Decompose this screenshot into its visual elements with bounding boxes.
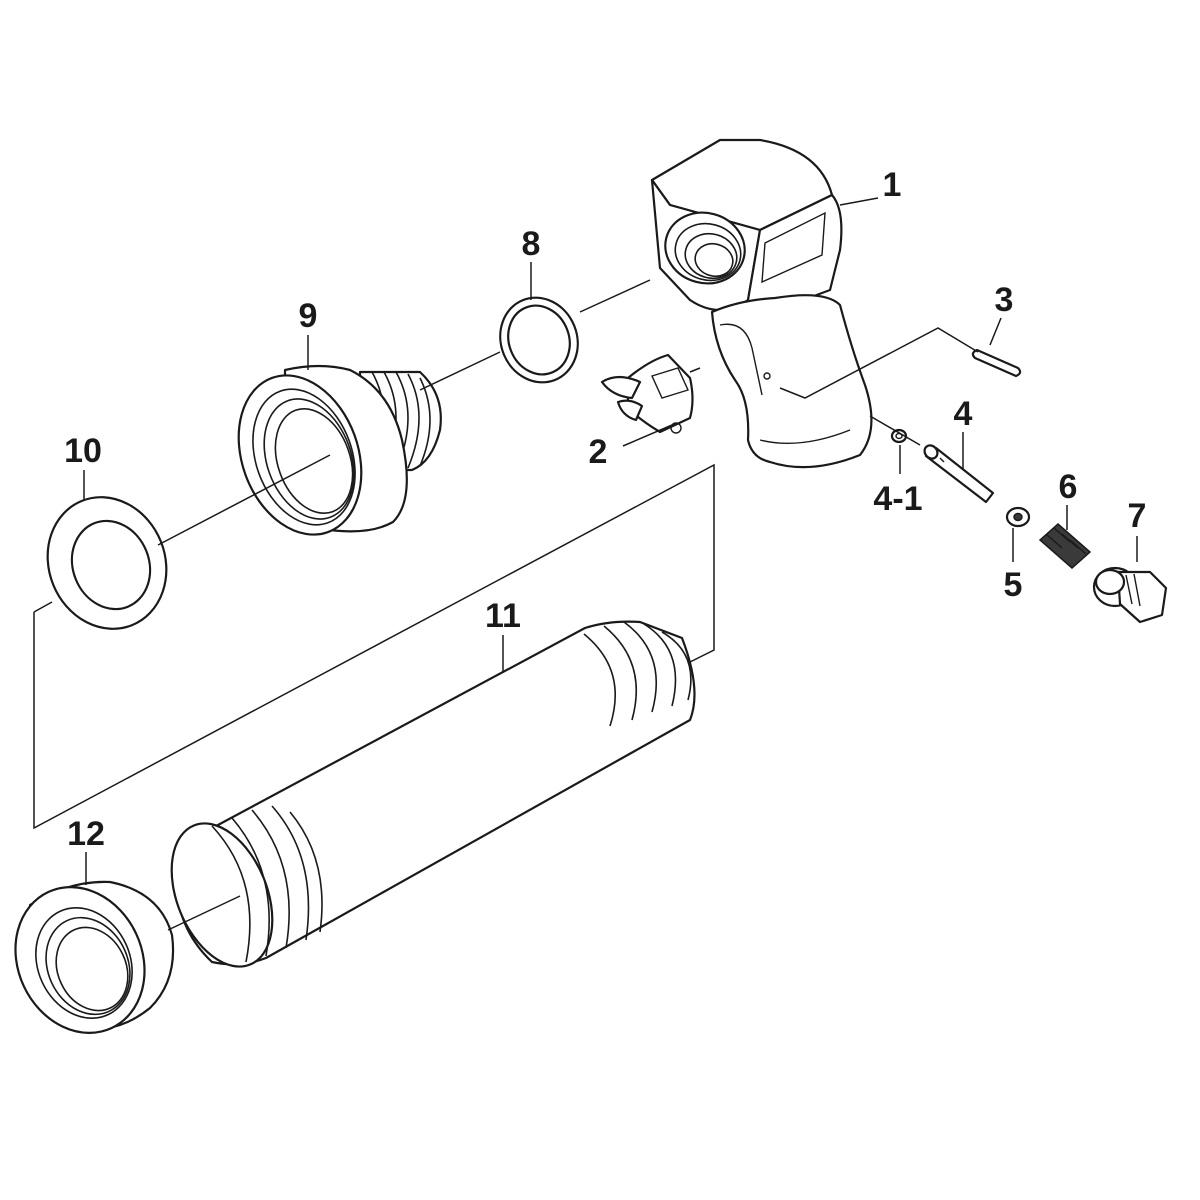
part-4-1-washer <box>890 428 908 444</box>
part-4-valve-stem <box>923 444 995 504</box>
callout-7: 7 <box>1128 497 1147 535</box>
callout-leaders <box>83 197 1138 885</box>
callout-labels: 1 2 3 4 4-1 5 6 7 8 9 10 11 12 <box>64 166 1146 853</box>
assembly-lines <box>33 279 979 931</box>
part-7-nozzle-nut <box>1092 566 1168 624</box>
part-1-gun-body <box>650 138 873 469</box>
part-10-washer <box>46 496 168 630</box>
callout-9: 9 <box>299 297 318 335</box>
part-2-trigger <box>600 353 694 434</box>
callout-2: 2 <box>589 433 608 471</box>
callout-5: 5 <box>1004 566 1023 604</box>
part-5-valve-seat <box>1005 506 1031 528</box>
part-8-o-ring <box>499 296 579 384</box>
part-6-spring <box>1038 523 1092 569</box>
part-12-end-nut <box>14 880 175 1034</box>
part-11-barrel-tube <box>170 620 696 968</box>
callout-1: 1 <box>883 166 902 204</box>
part-3-pin <box>971 348 1022 378</box>
callout-6: 6 <box>1059 468 1078 506</box>
callout-3: 3 <box>995 281 1014 319</box>
callout-11: 11 <box>485 597 521 635</box>
callout-4: 4 <box>954 395 973 433</box>
callout-8: 8 <box>522 225 541 263</box>
part-9-coupling <box>237 364 442 536</box>
callout-10: 10 <box>64 432 102 470</box>
callout-12: 12 <box>67 815 105 853</box>
callout-4-1: 4-1 <box>873 480 922 518</box>
